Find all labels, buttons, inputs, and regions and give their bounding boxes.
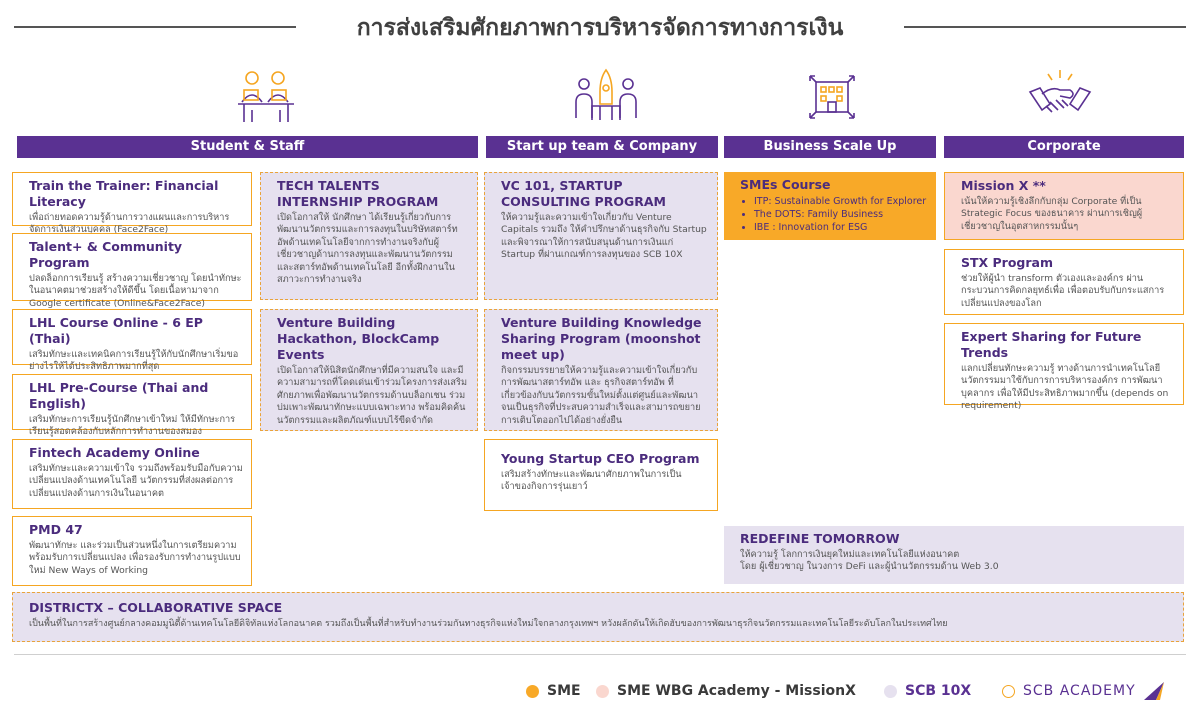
title-bar: การส่งเสริมศักยภาพการบริหารจัดการทางการเ… xyxy=(0,8,1200,44)
card-title: Expert Sharing for Future Trends xyxy=(961,329,1142,360)
legend-dot-icon xyxy=(596,684,609,698)
card-expert-sharing: Expert Sharing for Future Trends แลกเปลี… xyxy=(944,323,1184,411)
scb-academy-flag-icon xyxy=(1142,680,1166,702)
card-title: Fintech Academy Online xyxy=(29,445,200,460)
card-title: Train the Trainer: Financial Literacy xyxy=(29,178,219,209)
card-title: LHL Course Online - 6 EP (Thai) xyxy=(29,315,203,346)
card-desc: ปลดล็อกการเรียนรู้ สร้างความเชี่ยวชาญ โด… xyxy=(29,273,242,309)
card-desc: ช่วยให้ผู้นำ transform ตัวเองและองค์กร ผ… xyxy=(961,273,1165,309)
card-mission-x: Mission X ** เน้นให้ความรู้เชิงลึกกับกลุ… xyxy=(944,172,1184,240)
card-desc: เสริมทักษะและเทคนิคการเรียนรู้ให้กับนักศ… xyxy=(29,349,239,373)
card-stx-program: STX Program ช่วยให้ผู้นำ transform ตัวเอ… xyxy=(944,249,1184,315)
card-train-the-trainer: Train the Trainer: Financial Literacy เพ… xyxy=(12,172,252,235)
card-desc: พัฒนาทักษะ และร่วมเป็นส่วนหนึ่งในการเตรี… xyxy=(29,540,241,576)
card-desc: เปิดโอกาสให้นิสิตนักศึกษาที่มีความสนใจ แ… xyxy=(277,365,468,426)
smes-bullet: The DOTS: Family Business xyxy=(754,208,928,221)
card-desc: เสริมทักษะและความเข้าใจ รวมถึงพร้อมรับมื… xyxy=(29,463,243,499)
card-title: Young Startup CEO Program xyxy=(501,451,700,466)
legend-sme: SME xyxy=(526,680,581,702)
card-title: STX Program xyxy=(961,255,1054,270)
card-title: REDEFINE TOMORROW xyxy=(740,531,900,546)
smes-bullet: ITP: Sustainable Growth for Explorer xyxy=(754,195,928,208)
legend-dot-icon xyxy=(526,684,539,698)
card-desc: ให้ความรู้ โลกการเงินยุคใหม่และเทคโนโลยี… xyxy=(740,549,999,573)
legend-scb-academy: SCB ACADEMY xyxy=(1002,680,1166,702)
card-desc: เปิดโอกาสให้ นักศึกษา ได้เรียนรู้เกี่ยวก… xyxy=(277,212,458,286)
card-title: TECH TALENTS INTERNSHIP PROGRAM xyxy=(277,178,439,209)
card-desc: เสริมสร้างทักษะและพัฒนาศักยภาพในการเป็นเ… xyxy=(501,469,682,493)
students-laptop-icon xyxy=(234,66,298,126)
card-venture-building-hackathon: Venture Building Hackathon, BlockCamp Ev… xyxy=(260,309,478,431)
card-title: VC 101, STARTUP CONSULTING PROGRAM xyxy=(501,178,666,209)
legend-label: SME WBG Academy - MissionX xyxy=(617,683,856,699)
card-vc-101: VC 101, STARTUP CONSULTING PROGRAM ให้คว… xyxy=(484,172,718,300)
card-lhl-course-online: LHL Course Online - 6 EP (Thai) เสริมทัก… xyxy=(12,309,252,372)
rocket-team-icon xyxy=(574,66,638,126)
card-title: SMEs Course xyxy=(740,177,831,192)
legend-scb10x: SCB 10X xyxy=(884,680,971,702)
scb-academy-logo: SCB ACADEMY xyxy=(1023,683,1136,699)
card-title: LHL Pre-Course (Thai and English) xyxy=(29,380,209,411)
smes-bullet: IBE : Innovation for ESG xyxy=(754,221,928,234)
card-desc: เน้นให้ความรู้เชิงลึกกับกลุ่ม Corporate … xyxy=(961,196,1143,232)
legend-sme-wbg: SME WBG Academy - MissionX xyxy=(596,680,856,702)
card-lhl-pre-course: LHL Pre-Course (Thai and English) เสริมท… xyxy=(12,374,252,437)
card-pmd-47: PMD 47 พัฒนาทักษะ และร่วมเป็นส่วนหนึ่งใน… xyxy=(12,516,252,586)
card-desc: ให้ความรู้และความเข้าใจเกี่ยวกับ Venture… xyxy=(501,212,707,261)
card-desc: แลกเปลี่ยนทักษะความรู้ ทางด้านการนำเทคโน… xyxy=(961,363,1169,412)
card-desc: เพื่อถ่ายทอดความรู้ด้านการวางแผนและการบร… xyxy=(29,212,230,236)
card-redefine-tomorrow: REDEFINE TOMORROW ให้ความรู้ โลกการเงินย… xyxy=(724,526,1184,584)
legend-dot-icon xyxy=(884,684,897,698)
page-title: การส่งเสริมศักยภาพการบริหารจัดการทางการเ… xyxy=(356,15,844,41)
smes-bullet-list: ITP: Sustainable Growth for Explorer The… xyxy=(740,195,928,234)
title-rule-left xyxy=(14,26,296,28)
card-title: Mission X ** xyxy=(961,178,1046,193)
card-tech-talents-internship: TECH TALENTS INTERNSHIP PROGRAM เปิดโอกา… xyxy=(260,172,478,300)
card-smes-course: SMEs Course ITP: Sustainable Growth for … xyxy=(724,172,936,240)
title-rule-right xyxy=(904,26,1186,28)
column-header-corporate: Corporate xyxy=(944,136,1184,158)
card-title: Talent+ & Community Program xyxy=(29,239,183,270)
card-title: PMD 47 xyxy=(29,522,83,537)
card-districtx: DISTRICTX – COLLABORATIVE SPACE เป็นพื้น… xyxy=(12,592,1184,642)
card-desc: เสริมทักษะการเรียนรู้นักศึกษาเข้าใหม่ ให… xyxy=(29,414,236,438)
card-title: Venture Building Hackathon, BlockCamp Ev… xyxy=(277,315,440,362)
card-young-startup-ceo: Young Startup CEO Program เสริมสร้างทักษ… xyxy=(484,439,718,511)
building-expand-icon xyxy=(800,66,864,126)
card-fintech-academy: Fintech Academy Online เสริมทักษะและความ… xyxy=(12,439,252,509)
legend-dot-icon xyxy=(1002,684,1015,698)
card-desc: กิจกรรมบรรยายให้ความรู้และความเข้าใจเกี่… xyxy=(501,365,701,426)
card-talent-community: Talent+ & Community Program ปลดล็อกการเร… xyxy=(12,233,252,309)
card-title: DISTRICTX – COLLABORATIVE SPACE xyxy=(29,600,283,615)
handshake-icon xyxy=(1028,66,1092,126)
column-header-startup: Start up team & Company xyxy=(486,136,718,158)
card-title: Venture Building Knowledge Sharing Progr… xyxy=(501,315,702,362)
scb10x-logo: SCB 10X xyxy=(905,683,972,699)
column-header-business-scale-up: Business Scale Up xyxy=(724,136,936,158)
footer-divider xyxy=(14,654,1186,655)
card-venture-knowledge-sharing: Venture Building Knowledge Sharing Progr… xyxy=(484,309,718,431)
column-header-student-staff: Student & Staff xyxy=(17,136,478,158)
card-desc: เป็นพื้นที่ในการสร้างศูนย์กลางคอมมูนิตี้… xyxy=(29,619,948,629)
legend-label: SME xyxy=(547,683,581,699)
